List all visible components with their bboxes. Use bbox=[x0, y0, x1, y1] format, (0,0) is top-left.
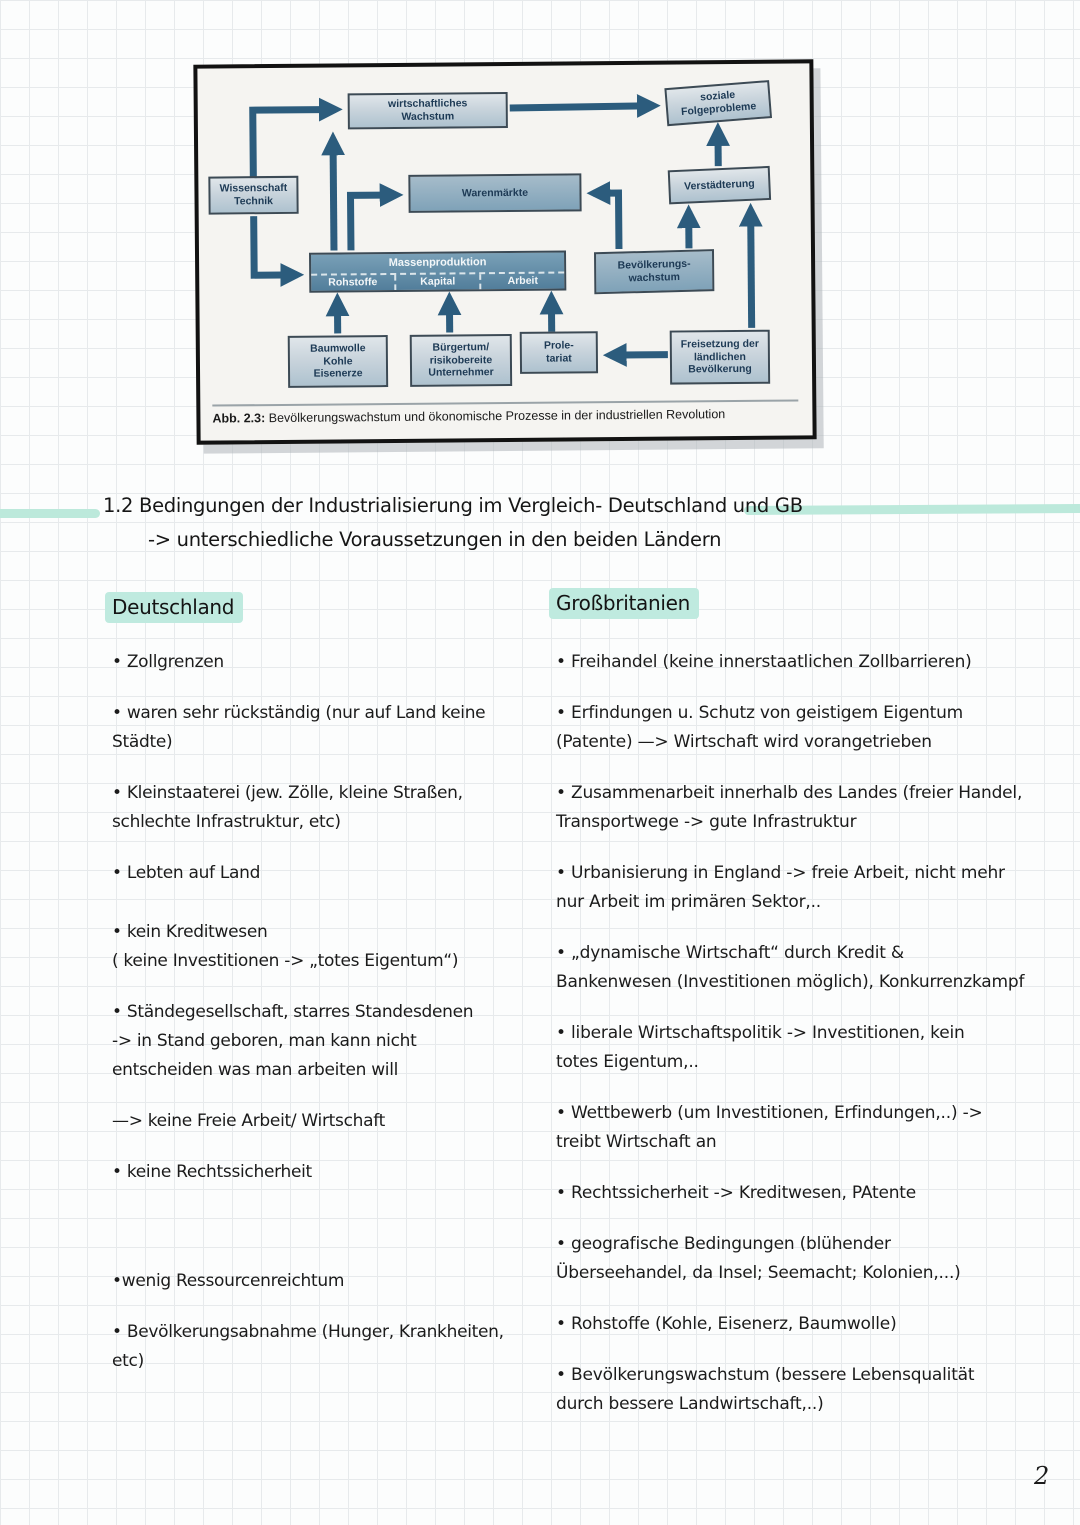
list-item: • Lebten auf Land bbox=[112, 863, 261, 883]
node-label: wirtschaftliches Wachstum bbox=[387, 97, 468, 123]
flow-arrows bbox=[249, 94, 763, 367]
column-deutschland: • Zollgrenzen • waren sehr rückständig (… bbox=[112, 648, 552, 1398]
node-label: Bevölkerungs- wachstum bbox=[617, 257, 691, 285]
node-proletariat: Prole- tariat bbox=[519, 331, 599, 374]
list-item: • Bevölkerungswachstum (bessere Lebensqu… bbox=[556, 1365, 975, 1414]
list-item: —> keine Freie Arbeit/ Wirtschaft bbox=[112, 1111, 385, 1131]
list-item: • Bevölkerungsabnahme (Hunger, Krankheit… bbox=[112, 1322, 504, 1371]
node-wirtschaftliches-wachstum: wirtschaftliches Wachstum bbox=[347, 91, 508, 130]
page-number: 2 bbox=[1034, 1462, 1050, 1490]
cell-rohstoffe: Rohstoffe bbox=[328, 276, 378, 289]
mint-divider-left bbox=[0, 509, 100, 518]
node-label: Warenmärkte bbox=[461, 186, 529, 199]
section-subheading: -> unterschiedliche Voraussetzungen in d… bbox=[148, 528, 722, 551]
list-item: • Rechtssicherheit -> Kreditwesen, PAten… bbox=[556, 1183, 917, 1203]
list-item: •wenig Ressourcenreichtum bbox=[112, 1271, 345, 1291]
node-label: Freisetzung der ländlichen Bevölkerung bbox=[680, 337, 759, 376]
list-item: • Freihandel (keine innerstaatlichen Zol… bbox=[556, 652, 972, 672]
node-wissenschaft-technik: Wissenschaft Technik bbox=[208, 175, 299, 215]
list-item: • geografische Bedingungen (blühender Üb… bbox=[556, 1234, 961, 1283]
column-grossbritanien: • Freihandel (keine innerstaatlichen Zol… bbox=[556, 648, 1076, 1441]
column-title-deutschland: Deutschland bbox=[105, 592, 244, 623]
section-heading: 1.2 Bedingungen der Industrialisierung i… bbox=[103, 494, 803, 517]
list-item: • Erfindungen u. Schutz von geistigem Ei… bbox=[556, 703, 964, 752]
list-item: • „dynamische Wirtschaft“ durch Kredit &… bbox=[556, 943, 1025, 992]
node-buergertum-unternehmer: Bürgertum/ risikobereite Unternehmer bbox=[409, 333, 513, 387]
node-bevoelkerungswachstum: Bevölkerungs- wachstum bbox=[594, 249, 715, 295]
column-title-grossbritanien: Großbritanien bbox=[549, 588, 700, 619]
list-item: • keine Rechtssicherheit bbox=[112, 1162, 312, 1182]
massenproduktion-inputs: Rohstoffe Kapital Arbeit bbox=[311, 273, 565, 290]
node-label: Baumwolle Kohle Eisenerze bbox=[310, 342, 366, 381]
node-label: Bürgertum/ risikobereite Unternehmer bbox=[428, 340, 494, 380]
massenproduktion-header: Massenproduktion bbox=[311, 252, 565, 276]
node-label: Wissenschaft Technik bbox=[219, 182, 288, 208]
node-label: Verstädterung bbox=[683, 177, 755, 193]
node-label: Prole- tariat bbox=[543, 339, 574, 365]
cell-arbeit: Arbeit bbox=[479, 273, 565, 290]
figure-caption-label: Abb. 2.3: bbox=[212, 411, 266, 426]
list-item: • Rohstoffe (Kohle, Eisenerz, Baumwolle) bbox=[556, 1314, 897, 1334]
node-massenproduktion: Massenproduktion Rohstoffe Kapital Arbei… bbox=[308, 250, 567, 293]
node-freisetzung-bevoelkerung: Freisetzung der ländlichen Bevölkerung bbox=[669, 329, 771, 385]
list-item: • Ständegesellschaft, starres Standesden… bbox=[112, 1002, 474, 1080]
list-item: • Zusammenarbeit innerhalb des Landes (f… bbox=[556, 783, 1023, 832]
list-item: • Kleinstaaterei (jew. Zölle, kleine Str… bbox=[112, 783, 463, 832]
node-verstaedterung: Verstädterung bbox=[667, 165, 772, 205]
node-warenmaerkte: Warenmärkte bbox=[408, 173, 582, 213]
node-label: soziale Folgeprobleme bbox=[680, 89, 757, 119]
node-baumwolle-kohle-eisenerze: Baumwolle Kohle Eisenerze bbox=[287, 335, 389, 388]
list-item: • waren sehr rückständig (nur auf Land k… bbox=[112, 703, 486, 752]
cell-kapital: Kapital bbox=[394, 274, 480, 290]
list-item: • Wettbewerb (um Investitionen, Erfindun… bbox=[556, 1103, 983, 1152]
list-item: • Zollgrenzen bbox=[112, 652, 224, 672]
figure-abb-2-3: wirtschaftliches Wachstum soziale Folgep… bbox=[193, 59, 817, 445]
list-item: • kein Kreditwesen ( keine Investitionen… bbox=[112, 922, 459, 971]
list-item: • Urbanisierung in England -> freie Arbe… bbox=[556, 863, 1005, 912]
list-item: • liberale Wirtschaftspolitik -> Investi… bbox=[556, 1023, 965, 1072]
